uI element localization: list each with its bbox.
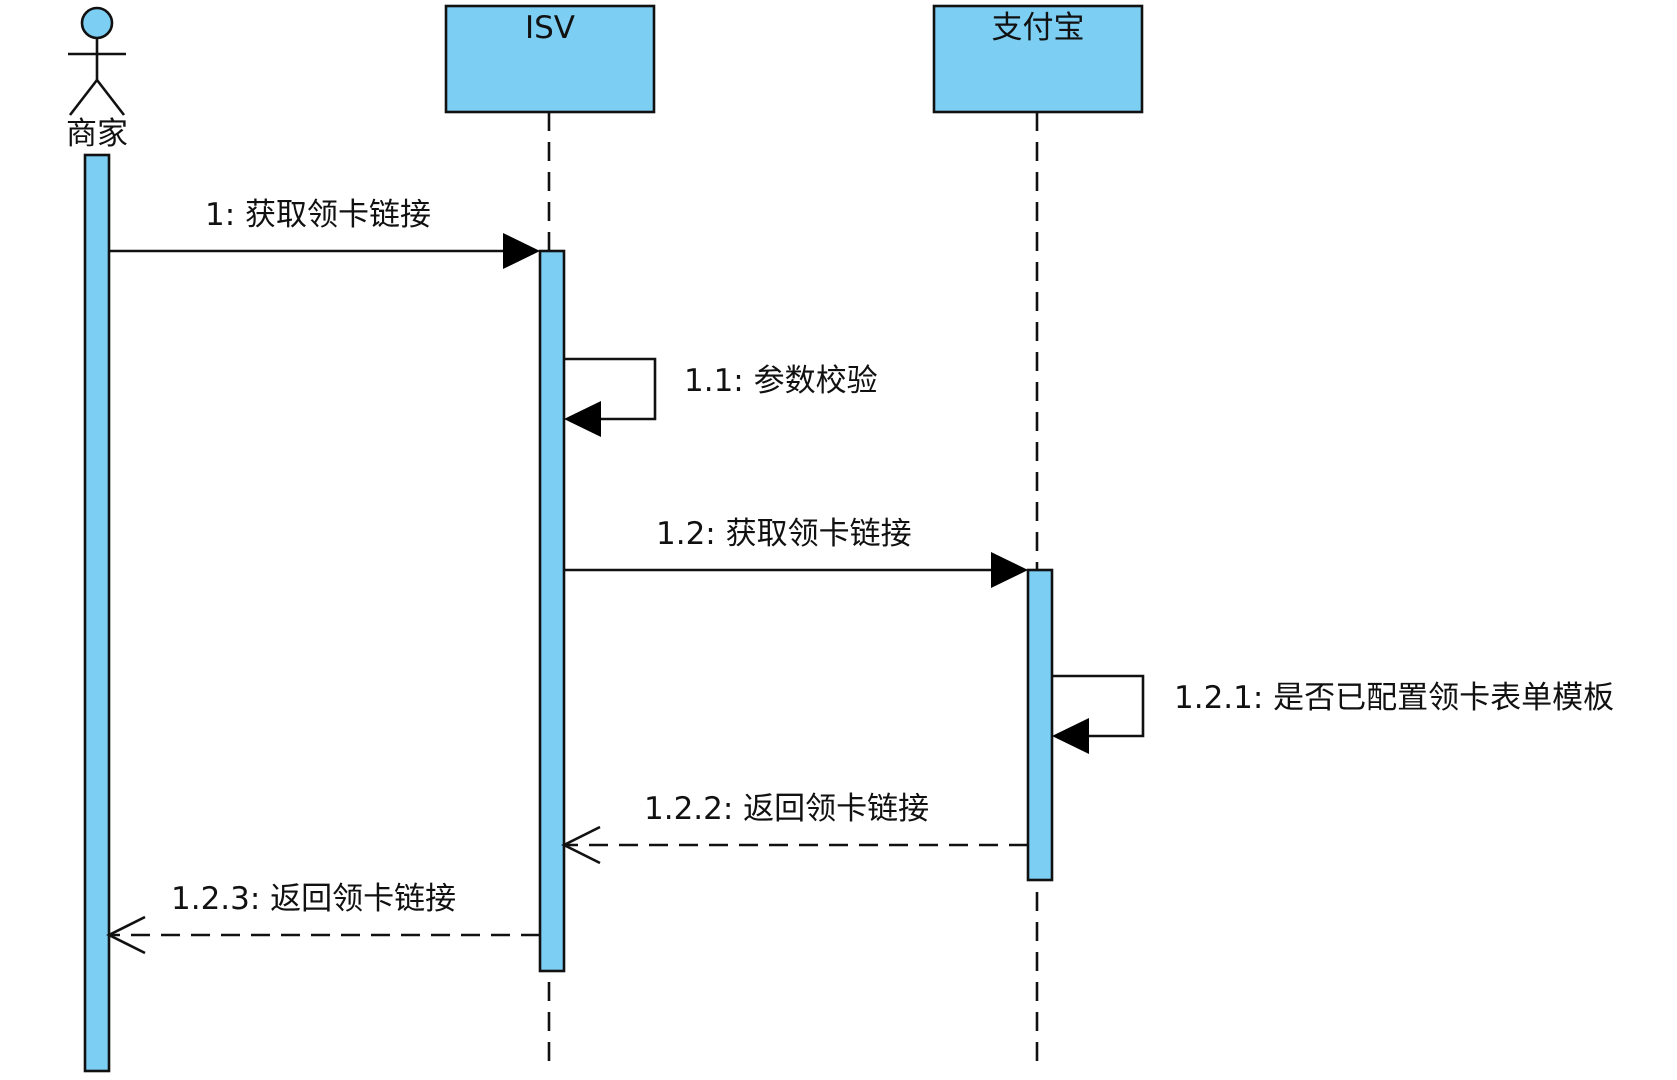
activation-isv (538, 249, 566, 973)
actor-figure-icon (68, 6, 126, 116)
message-1: 1: 获取领卡链接 (109, 197, 540, 269)
activation-merchant (83, 153, 111, 1073)
actor-label: 商家 (66, 116, 128, 152)
participant-isv-label: ISV (525, 10, 575, 46)
participant-isv: ISV (444, 4, 656, 114)
arrowhead-filled-icon (503, 233, 540, 269)
message-1-2-3: 1.2.3: 返回领卡链接 (106, 881, 540, 955)
participant-alipay: 支付宝 (932, 4, 1144, 114)
participant-isv-box (444, 4, 656, 114)
actor-merchant: 商家 (66, 6, 128, 152)
participant-alipay-label: 支付宝 (992, 10, 1085, 46)
arrowhead-filled-icon (1052, 718, 1089, 754)
message-1-2: 1.2: 获取领卡链接 (564, 516, 1028, 588)
message-label: 1.2.3: 返回领卡链接 (171, 881, 456, 917)
arrowhead-filled-icon (564, 401, 601, 437)
message-label: 1.2: 获取领卡链接 (656, 516, 912, 552)
message-label: 1.2.2: 返回领卡链接 (644, 791, 929, 827)
message-label: 1: 获取领卡链接 (205, 197, 431, 233)
message-1-2-1: 1.2.1: 是否已配置领卡表单模板 (1052, 674, 1614, 754)
message-1-2-2: 1.2.2: 返回领卡链接 (561, 791, 1028, 865)
message-label: 1.2.1: 是否已配置领卡表单模板 (1174, 680, 1614, 716)
arrowhead-filled-icon (991, 552, 1028, 588)
message-1-1: 1.1: 参数校验 (564, 357, 878, 437)
arrowhead-open-icon (561, 825, 601, 865)
participant-alipay-box (932, 4, 1144, 114)
message-label: 1.1: 参数校验 (684, 363, 878, 399)
activation-alipay (1026, 568, 1054, 882)
arrowhead-open-icon (106, 915, 146, 955)
